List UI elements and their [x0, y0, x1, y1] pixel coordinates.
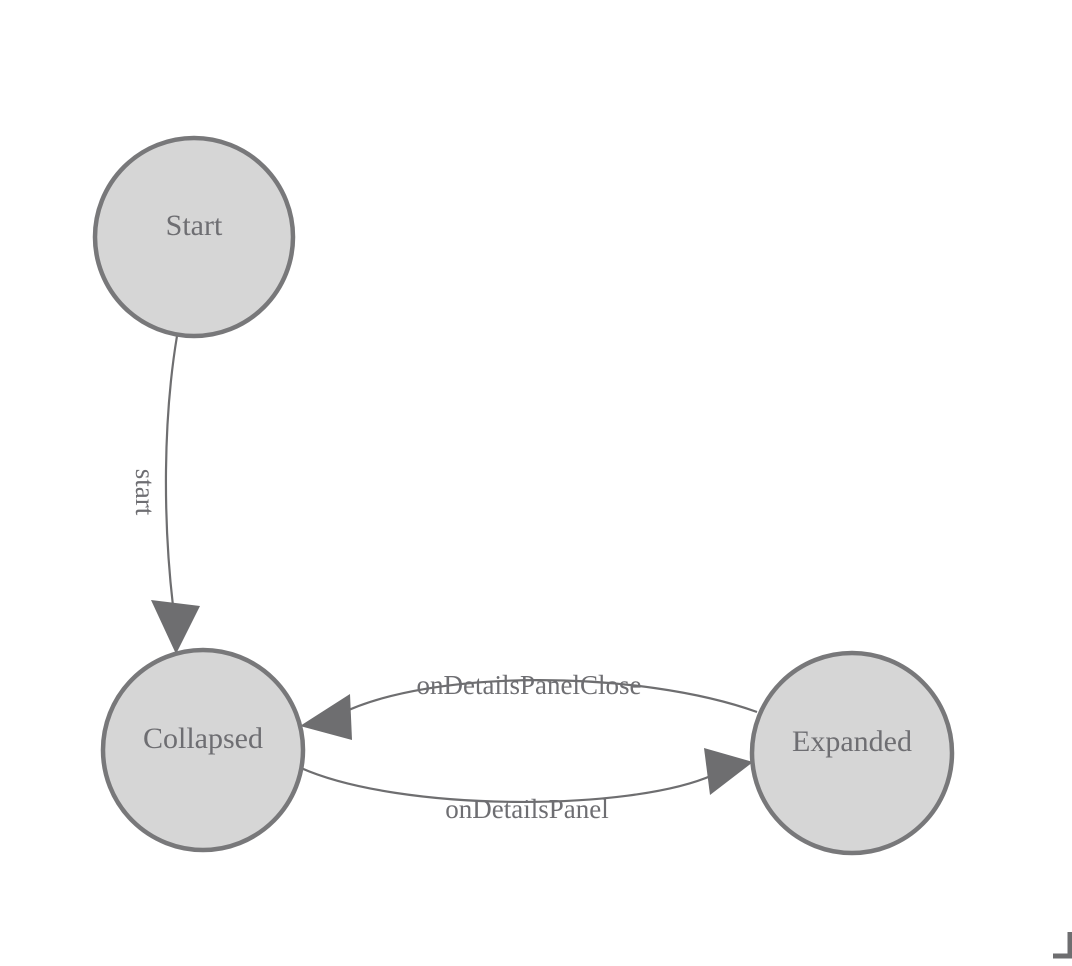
node-start[interactable]: Start [92, 135, 296, 339]
edge-collapsed-to-expanded[interactable] [300, 748, 753, 804]
node-collapsed[interactable]: Collapsed [100, 647, 306, 853]
node-collapsed-circle [100, 647, 306, 853]
node-expanded-label: Expanded [792, 725, 912, 758]
node-start-label: Start [166, 209, 223, 242]
edge-start-to-collapsed-path [164, 335, 179, 607]
edge-label-start: start [130, 469, 160, 516]
bottom-right-corner-bracket-icon [1053, 932, 1072, 959]
node-expanded-circle [749, 650, 955, 856]
arrowhead-into-expanded [704, 748, 753, 795]
edge-label-on-details-panel: onDetailsPanel [445, 794, 608, 824]
edge-collapsed-to-expanded-path [300, 766, 714, 804]
node-start-circle [92, 135, 296, 339]
arrowhead-into-collapsed-right [300, 694, 352, 740]
arrowhead-into-collapsed-top [151, 600, 200, 654]
edge-expanded-to-collapsed-path [337, 679, 758, 716]
edge-start-to-collapsed[interactable] [151, 335, 200, 654]
edge-label-on-details-panel-close: onDetailsPanelClose [417, 670, 642, 700]
node-expanded[interactable]: Expanded [749, 650, 955, 856]
edge-expanded-to-collapsed[interactable] [300, 679, 758, 740]
node-collapsed-label: Collapsed [143, 722, 263, 755]
